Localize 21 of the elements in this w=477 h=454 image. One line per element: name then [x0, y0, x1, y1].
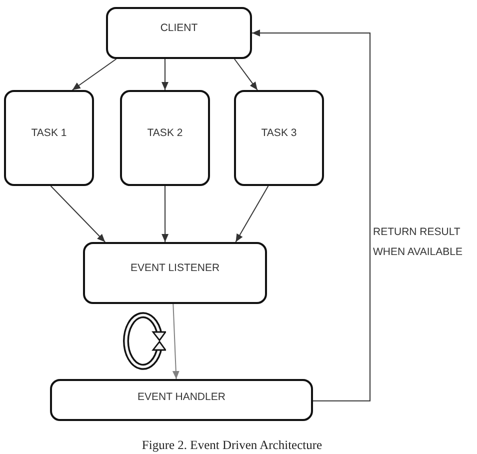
box-label: TASK 1 — [31, 127, 67, 140]
box-label: CLIENT — [160, 22, 198, 35]
arrow — [172, 304, 180, 380]
arrow — [252, 30, 370, 402]
arrow — [162, 58, 168, 90]
process-box — [106, 7, 252, 59]
box-label: EVENT HANDLER — [138, 391, 226, 404]
process-box — [50, 379, 313, 421]
arrow — [50, 186, 106, 242]
process-box — [234, 90, 324, 186]
caption: Figure 2. Event Driven Architecture — [140, 438, 324, 453]
box-label: TASK 2 — [147, 127, 183, 140]
arrow — [72, 58, 117, 90]
box-label: TASK 3 — [261, 127, 297, 140]
arrow — [235, 186, 269, 242]
process-box — [83, 242, 267, 304]
arrow — [162, 186, 169, 242]
process-box — [120, 90, 210, 186]
arrow — [234, 58, 258, 90]
box-label: EVENT LISTENER — [130, 262, 220, 275]
process-box — [4, 90, 94, 186]
